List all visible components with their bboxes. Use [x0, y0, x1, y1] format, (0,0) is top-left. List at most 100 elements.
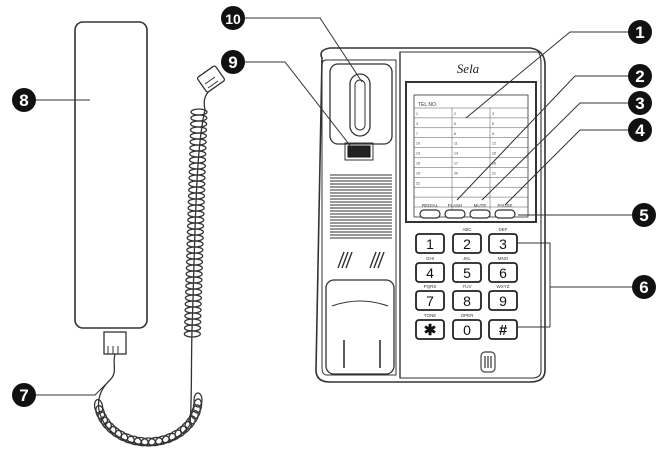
callout-leaders: [35, 17, 634, 396]
cord-coil: [192, 398, 203, 414]
ringer-lamp: [347, 145, 371, 158]
card-number: 21: [492, 171, 496, 175]
function-key-button[interactable]: [444, 209, 466, 219]
callout-badge: [628, 20, 652, 44]
brand-logo: Sela: [457, 61, 480, 76]
cord-coil: [179, 420, 193, 434]
function-key-button[interactable]: [494, 209, 516, 219]
keypad-button[interactable]: [452, 319, 482, 340]
keypad-button[interactable]: [488, 319, 518, 340]
function-key-label: FLASH: [448, 203, 463, 208]
card-number: 5: [454, 122, 456, 126]
function-key-label: PAUSE: [498, 203, 513, 208]
keypad-letters: PQRS: [424, 284, 437, 289]
keypad-digit: 4: [426, 265, 434, 281]
cord-coil: [189, 150, 207, 158]
bottom-speaker: [480, 351, 496, 373]
keypad-button[interactable]: [488, 290, 518, 311]
keypad-key[interactable]: #: [488, 319, 518, 340]
function-key-label: MUTE: [474, 203, 487, 208]
card-number: 15: [492, 152, 496, 156]
function-key-label: REDIAL: [422, 203, 439, 208]
cord-coil: [189, 120, 208, 128]
cord-coil: [97, 410, 109, 426]
cord-coil: [93, 398, 104, 415]
keypad-digit: 3: [499, 236, 507, 252]
card-number: 19: [416, 171, 420, 175]
function-key-mute[interactable]: MUTE: [469, 203, 491, 219]
lower-cradle: [325, 279, 395, 375]
keypad-key[interactable]: GHI 4: [415, 256, 445, 283]
card-number: 12: [492, 142, 496, 146]
keypad-key[interactable]: DEF 3: [488, 227, 518, 254]
card-number: 18: [492, 162, 496, 166]
keypad-letters: MNO: [498, 256, 509, 261]
callout-4: 4: [628, 118, 652, 142]
card-number: 6: [492, 122, 494, 126]
keypad-button[interactable]: [452, 233, 482, 254]
keypad-button[interactable]: [415, 262, 445, 283]
keypad-key[interactable]: 1: [415, 233, 445, 254]
keypad-button[interactable]: [488, 262, 518, 283]
callout-3: 3: [628, 91, 652, 115]
handset: [74, 21, 148, 329]
card-number: 13: [416, 152, 420, 156]
card-number: 14: [454, 152, 458, 156]
callout-badge: [628, 91, 652, 115]
cord-plug: [196, 65, 226, 93]
callout-badge: [632, 275, 656, 299]
keypad-button[interactable]: [452, 262, 482, 283]
keypad-letters: JKL: [463, 256, 471, 261]
callout-5: 5: [632, 203, 656, 227]
keypad-key[interactable]: TONE✱: [415, 313, 445, 340]
function-key-redial[interactable]: REDIAL: [419, 203, 441, 219]
callout-number: 8: [19, 91, 28, 110]
card-number: 9: [492, 132, 494, 136]
callout-badge: [221, 50, 245, 74]
keypad-key[interactable]: PQRS 7: [415, 284, 445, 311]
card-number: 8: [454, 132, 456, 136]
keypad-key[interactable]: ABC 2: [452, 227, 482, 254]
keypad-letters: GHI: [426, 256, 434, 261]
card-number: 17: [454, 162, 458, 166]
cord-coil: [95, 404, 106, 420]
function-key-pause[interactable]: PAUSE: [494, 203, 516, 219]
callout-2: 2: [628, 64, 652, 88]
cord-coil: [189, 126, 208, 134]
keypad-button[interactable]: [415, 290, 445, 311]
keypad-key[interactable]: JKL 5: [452, 256, 482, 283]
keypad-button[interactable]: [415, 233, 445, 254]
card-number: 20: [454, 171, 458, 175]
keypad-letters: DEF: [499, 227, 508, 232]
keypad-letters: WXYZ: [497, 284, 510, 289]
card-number: 22: [416, 181, 420, 185]
keypad-button[interactable]: [415, 319, 445, 340]
keypad-digit: 2: [463, 236, 471, 252]
cord-coil: [189, 144, 207, 152]
callout-number: 9: [228, 53, 237, 72]
card-number: 16: [416, 162, 420, 166]
callout-number: 5: [639, 206, 648, 225]
keypad-digit: 7: [426, 293, 434, 309]
keypad-digit: 1: [426, 236, 434, 252]
callout-badge: [632, 203, 656, 227]
keypad-digit: 5: [463, 265, 471, 281]
keypad-button[interactable]: [452, 290, 482, 311]
keypad-button[interactable]: [488, 233, 518, 254]
card-number: 1: [416, 112, 418, 116]
callout-badge: [221, 6, 245, 30]
cord-coil: [193, 392, 203, 408]
callout-9: 9: [221, 50, 245, 74]
keypad-letters: ABC: [462, 227, 472, 232]
callout-number: 3: [635, 94, 644, 113]
function-key-button[interactable]: [469, 209, 491, 219]
cord-coil: [189, 138, 207, 146]
callout-1: 1: [628, 20, 652, 44]
function-key-button[interactable]: [419, 209, 441, 219]
function-key-flash[interactable]: FLASH: [444, 203, 466, 219]
